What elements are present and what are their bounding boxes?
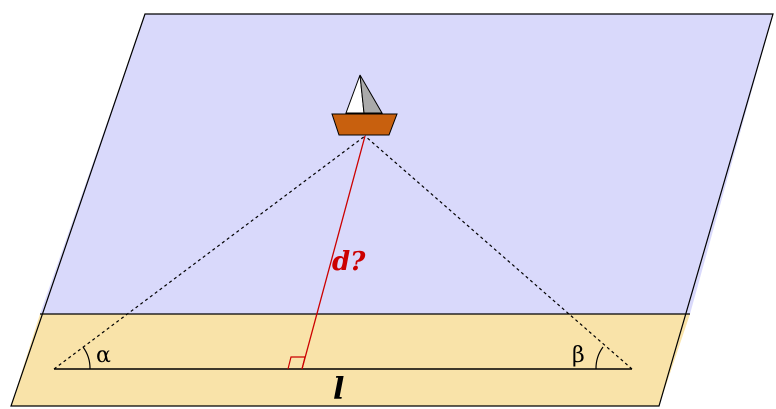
sail-back (359, 74, 383, 114)
sight-line-right (364, 135, 633, 370)
distance-label: d? (332, 247, 366, 277)
alpha-label: α (96, 343, 111, 368)
sight-line-left (53, 135, 366, 370)
water-region (40, 14, 773, 314)
beta-label: β (572, 343, 585, 368)
baseline-label: l (333, 372, 344, 407)
alpha-arc (82, 346, 91, 370)
right-angle-marker (287, 356, 306, 370)
plane-outline (10, 13, 774, 407)
boat-hull (331, 113, 398, 136)
beta-arc (595, 346, 604, 370)
distance-line (301, 135, 366, 370)
shore-region (11, 314, 690, 406)
sailboat-icon (331, 74, 398, 136)
